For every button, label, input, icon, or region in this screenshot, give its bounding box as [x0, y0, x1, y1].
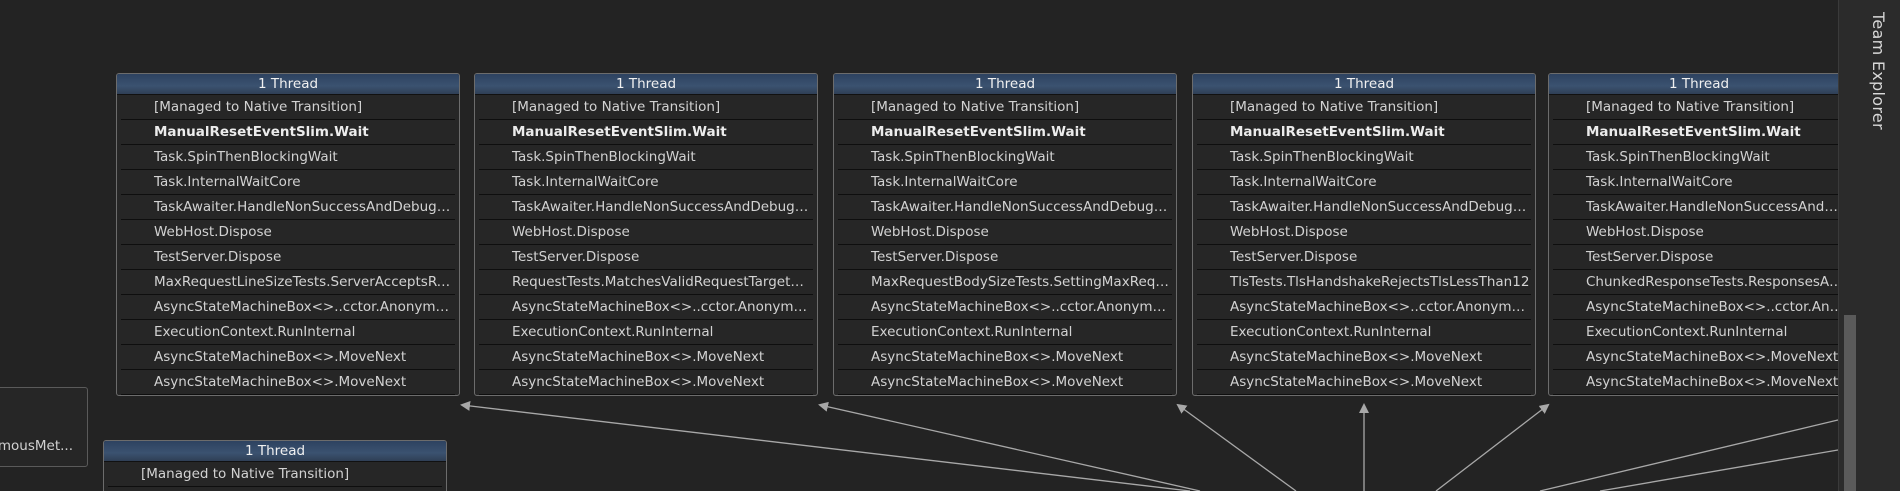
- stack-frame[interactable]: AsyncStateMachineBox<>.MoveNext: [479, 370, 813, 395]
- stack-frame[interactable]: WebHost.Dispose: [121, 220, 455, 245]
- vertical-scrollbar[interactable]: [1839, 0, 1861, 491]
- stack-frame[interactable]: TlsTests.TlsHandshakeRejectsTlsLessThan1…: [1197, 270, 1531, 295]
- stack-frame[interactable]: WebHost.Dispose: [479, 220, 813, 245]
- stack-frame[interactable]: MaxRequestBodySizeTests.SettingMaxReques…: [838, 270, 1172, 295]
- stack-frame[interactable]: AsyncStateMachineBox<>..cctor.Anonymous.…: [1197, 295, 1531, 320]
- thread-count-header: 1 Thread: [104, 441, 446, 462]
- stack-frame[interactable]: Task.InternalWaitCore: [838, 170, 1172, 195]
- parallel-stacks-canvas[interactable]: ymousMet... 1 Thread [Managed to Native …: [0, 0, 1838, 491]
- stack-frame[interactable]: AsyncStateMachineBox<>.MoveNext: [838, 370, 1172, 395]
- stack-frame[interactable]: TestServer.Dispose: [121, 245, 455, 270]
- stack-frame[interactable]: AsyncStateMachineBox<>.MoveNext: [1553, 370, 1838, 395]
- stack-frame[interactable]: TestServer.Dispose: [1553, 245, 1838, 270]
- stack-frame[interactable]: TestServer.Dispose: [838, 245, 1172, 270]
- stack-frame[interactable]: ExecutionContext.RunInternal: [1197, 320, 1531, 345]
- stack-frame[interactable]: TaskAwaiter.HandleNonSuccessAndDebugge..…: [121, 195, 455, 220]
- stack-frame[interactable]: TaskAwaiter.HandleNonSuccessAndDebugge..…: [838, 195, 1172, 220]
- stack-frame[interactable]: TestServer.Dispose: [1197, 245, 1531, 270]
- stack-frame[interactable]: ExecutionContext.RunInternal: [479, 320, 813, 345]
- stack-frame[interactable]: MaxRequestLineSizeTests.ServerAcceptsReq…: [121, 270, 455, 295]
- stack-frame[interactable]: AsyncStateMachineBox<>.MoveNext: [838, 345, 1172, 370]
- thread-count-header: 1 Thread: [117, 74, 459, 95]
- arrow-to-box-3: [1176, 403, 1297, 491]
- stack-frame[interactable]: ExecutionContext.RunInternal: [121, 320, 455, 345]
- stack-frame[interactable]: ManualResetEventSlim.Wait: [121, 120, 455, 145]
- scrollbar-thumb[interactable]: [1844, 315, 1856, 491]
- stack-frame[interactable]: [Managed to Native Transition]: [121, 95, 455, 120]
- arrow-to-box-5: [1435, 403, 1550, 491]
- stack-box-bottom[interactable]: 1 Thread [Managed to Native Transition]: [103, 440, 447, 491]
- stack-frame[interactable]: RequestTests.MatchesValidRequestTargetAn…: [479, 270, 813, 295]
- stack-box-4[interactable]: 1 Thread [Managed to Native Transition]M…: [1192, 73, 1536, 396]
- stack-frame[interactable]: ExecutionContext.RunInternal: [838, 320, 1172, 345]
- stack-frame[interactable]: ManualResetEventSlim.Wait: [838, 120, 1172, 145]
- stack-frame[interactable]: [Managed to Native Transition]: [1197, 95, 1531, 120]
- stack-frame[interactable]: AsyncStateMachineBox<>.MoveNext: [1197, 370, 1531, 395]
- side-tool-strip: Team Explorer: [1838, 0, 1900, 491]
- team-explorer-tab[interactable]: Team Explorer: [1869, 12, 1888, 130]
- stack-box-1[interactable]: 1 Thread [Managed to Native Transition]M…: [116, 73, 460, 396]
- stack-box-partial-left[interactable]: ymousMet...: [0, 387, 88, 467]
- stack-frame[interactable]: Task.SpinThenBlockingWait: [838, 145, 1172, 170]
- stack-frame[interactable]: ManualResetEventSlim.Wait: [479, 120, 813, 145]
- arrow-to-box-2: [818, 401, 1201, 491]
- stack-frame[interactable]: AsyncStateMachineBox<>.MoveNext: [479, 345, 813, 370]
- stack-frame[interactable]: AsyncStateMachineBox<>..cctor.Anonym: [1553, 295, 1838, 320]
- stack-frame[interactable]: [Managed to Native Transition]: [479, 95, 813, 120]
- stack-frame[interactable]: TaskAwaiter.HandleNonSuccessAndDebugge..…: [479, 195, 813, 220]
- stack-box-5[interactable]: 1 Thread [Managed to Native Transition]M…: [1548, 73, 1838, 396]
- stack-frame[interactable]: [Managed to Native Transition]: [838, 95, 1172, 120]
- arrow-offscreen-1: [1539, 419, 1838, 491]
- stack-frame[interactable]: ChunkedResponseTests.ResponsesAreNo: [1553, 270, 1838, 295]
- stack-frame[interactable]: Task.InternalWaitCore: [479, 170, 813, 195]
- thread-count-header: 1 Thread: [1193, 74, 1535, 95]
- thread-count-header: 1 Thread: [475, 74, 817, 95]
- stack-box-2[interactable]: 1 Thread [Managed to Native Transition]M…: [474, 73, 818, 396]
- stack-frame[interactable]: WebHost.Dispose: [838, 220, 1172, 245]
- thread-count-header: 1 Thread: [834, 74, 1176, 95]
- stack-frame[interactable]: AsyncStateMachineBox<>.MoveNext: [121, 370, 455, 395]
- stack-frame[interactable]: AsyncStateMachineBox<>.MoveNext: [1553, 345, 1838, 370]
- stack-frame[interactable]: Task.SpinThenBlockingWait: [479, 145, 813, 170]
- stack-frame[interactable]: ManualResetEventSlim.Wait: [1197, 120, 1531, 145]
- stack-frame[interactable]: WebHost.Dispose: [1197, 220, 1531, 245]
- stack-frame[interactable]: Task.SpinThenBlockingWait: [121, 145, 455, 170]
- stack-frame[interactable]: AsyncStateMachineBox<>.MoveNext: [121, 345, 455, 370]
- stack-frame[interactable]: AsyncStateMachineBox<>..cctor.Anonymous.…: [838, 295, 1172, 320]
- stack-frame[interactable]: ManualResetEventSlim.Wait: [1553, 120, 1838, 145]
- stack-frame[interactable]: Task.InternalWaitCore: [121, 170, 455, 195]
- stack-frame[interactable]: TaskAwaiter.HandleNonSuccessAndDebu: [1553, 195, 1838, 220]
- arrow-to-box-1: [460, 400, 1191, 491]
- call-arrows: [460, 400, 1838, 491]
- stack-frame[interactable]: TestServer.Dispose: [479, 245, 813, 270]
- stack-frame[interactable]: Task.SpinThenBlockingWait: [1197, 145, 1531, 170]
- stack-frame[interactable]: AsyncStateMachineBox<>..cctor.Anonymous.…: [121, 295, 455, 320]
- stack-frame[interactable]: Task.SpinThenBlockingWait: [1553, 145, 1838, 170]
- stack-frame[interactable]: Task.InternalWaitCore: [1553, 170, 1838, 195]
- stack-frame[interactable]: AsyncStateMachineBox<>..cctor.Anonymous.…: [479, 295, 813, 320]
- thread-count-header: 1 Thread: [1549, 74, 1838, 95]
- stack-frame[interactable]: ExecutionContext.RunInternal: [1553, 320, 1838, 345]
- stack-frame[interactable]: [Managed to Native Transition]: [1553, 95, 1838, 120]
- arrow-offscreen-2: [1599, 449, 1838, 491]
- stack-box-3[interactable]: 1 Thread [Managed to Native Transition]M…: [833, 73, 1177, 396]
- stack-frame[interactable]: TaskAwaiter.HandleNonSuccessAndDebugge..…: [1197, 195, 1531, 220]
- stack-frame[interactable]: AsyncStateMachineBox<>.MoveNext: [1197, 345, 1531, 370]
- stack-frame[interactable]: Task.InternalWaitCore: [1197, 170, 1531, 195]
- stack-frame[interactable]: [Managed to Native Transition]: [108, 462, 442, 487]
- stack-frame[interactable]: WebHost.Dispose: [1553, 220, 1838, 245]
